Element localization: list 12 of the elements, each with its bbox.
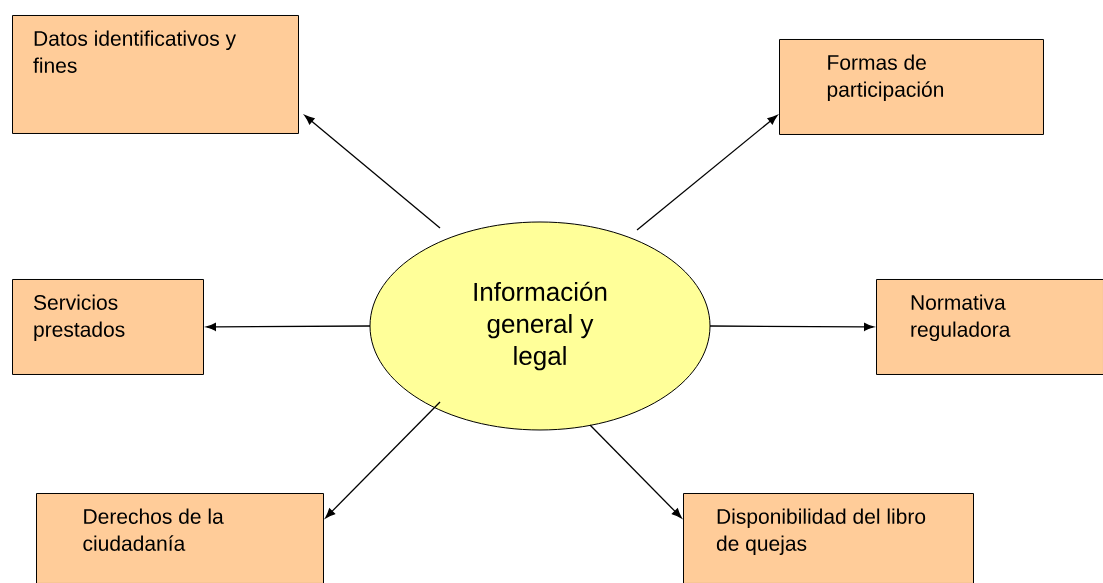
arrow: [636, 115, 778, 231]
arrow: [709, 322, 874, 331]
text-box: Disponibilidad del libro de quejas: [683, 493, 974, 583]
text-box: Datos identificativos y fines: [12, 15, 299, 134]
text-box: Normativa reguladora: [876, 279, 1103, 375]
arrow: [589, 424, 682, 519]
text-box: Derechos de la ciudadanía: [36, 493, 324, 583]
text-box: Formas de participación: [779, 39, 1044, 135]
arrow: [325, 401, 441, 519]
text-box: Servicios prestados: [12, 279, 204, 375]
arrow: [304, 115, 441, 229]
arrow: [206, 322, 371, 331]
